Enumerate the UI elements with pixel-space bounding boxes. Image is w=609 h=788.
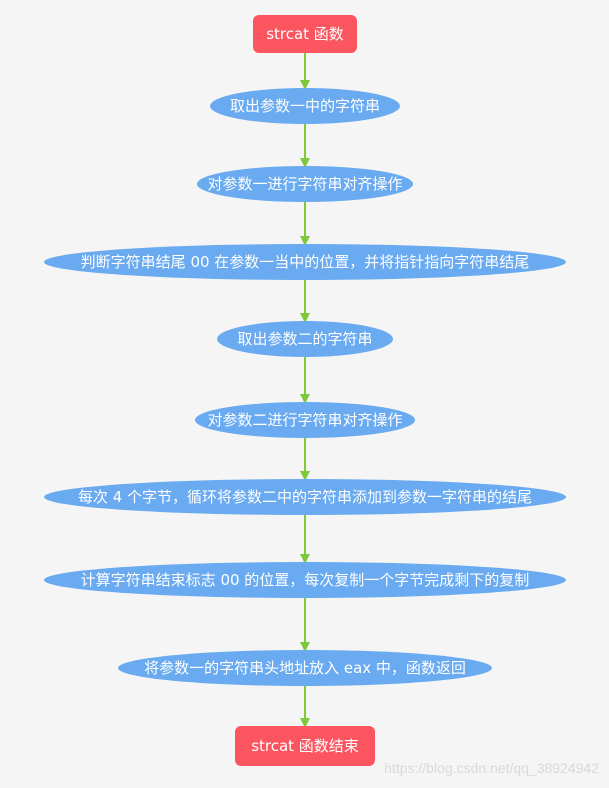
process-ellipse [195,402,415,438]
node-step-4: 取出参数二的字符串 [217,321,393,357]
process-ellipse [210,88,400,124]
node-step-3: 判断字符串结尾 00 在参数一当中的位置，并将指针指向字符串结尾 [44,244,566,280]
node-label: 对参数一进行字符串对齐操作 [207,175,402,193]
process-ellipse [197,166,413,202]
node-step-1: 取出参数一中的字符串 [210,88,400,124]
node-label: 计算字符串结束标志 00 的位置，每次复制一个字节完成剩下的复制 [81,571,530,589]
process-ellipse [217,321,393,357]
terminal-box [253,15,357,53]
watermark: https://blog.csdn.net/qq_38924942 [384,760,599,776]
node-step-6: 每次 4 个字节，循环将参数二中的字符串添加到参数一字符串的结尾 [44,479,566,515]
node-label: 取出参数二的字符串 [237,330,372,348]
node-label: 判断字符串结尾 00 在参数一当中的位置，并将指针指向字符串结尾 [81,253,530,271]
node-label: 对参数二进行字符串对齐操作 [207,411,402,429]
process-ellipse [44,479,566,515]
process-ellipse [44,244,566,280]
process-ellipse [44,562,566,598]
node-label: 取出参数一中的字符串 [230,97,380,115]
node-step-8: 将参数一的字符串头地址放入 eax 中，函数返回 [118,650,492,686]
node-step-5: 对参数二进行字符串对齐操作 [195,402,415,438]
node-label: 将参数一的字符串头地址放入 eax 中，函数返回 [144,659,466,677]
node-label: strcat 函数 [266,25,344,43]
node-end: strcat 函数结束 [235,726,375,766]
node-step-2: 对参数一进行字符串对齐操作 [197,166,413,202]
node-label: 每次 4 个字节，循环将参数二中的字符串添加到参数一字符串的结尾 [78,488,532,506]
node-step-7: 计算字符串结束标志 00 的位置，每次复制一个字节完成剩下的复制 [44,562,566,598]
process-ellipse [118,650,492,686]
node-start: strcat 函数 [253,15,357,53]
terminal-box [235,726,375,766]
node-label: strcat 函数结束 [251,737,359,755]
